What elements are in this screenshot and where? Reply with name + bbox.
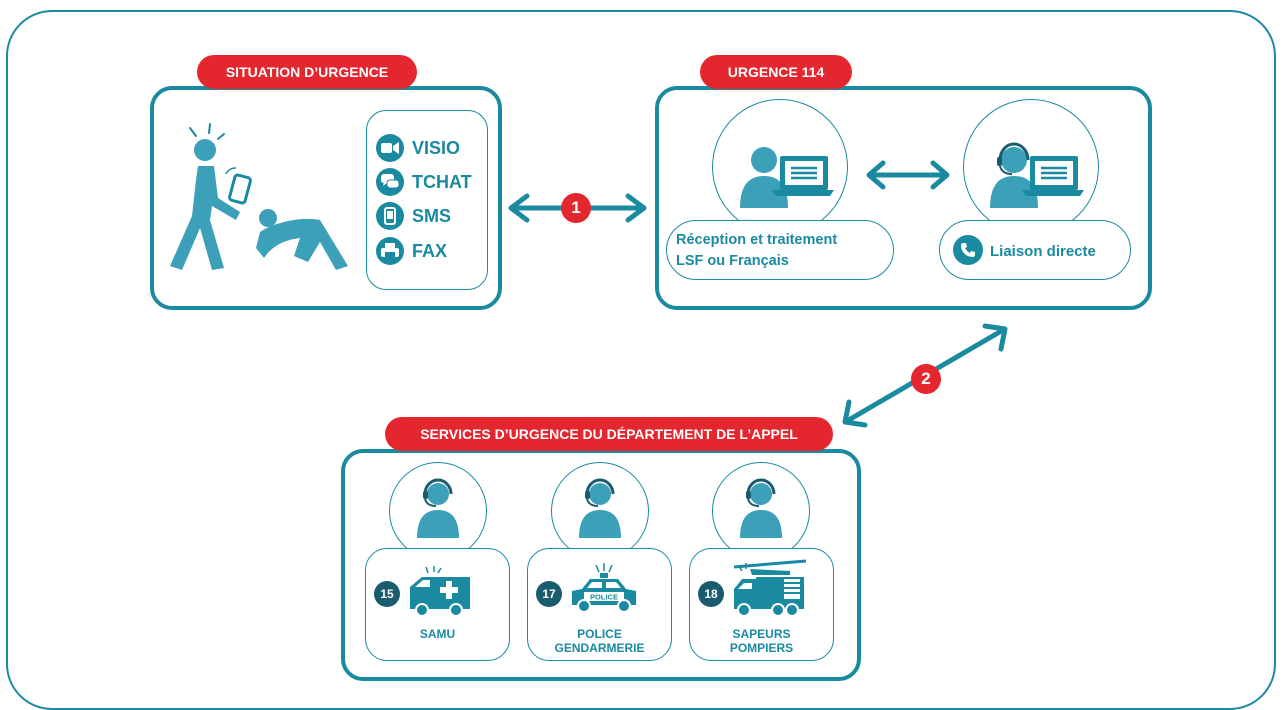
service-card-police: 17 POLICE POLICE GENDARMERIE [527, 548, 672, 661]
urgence-114-title: URGENCE 114 [700, 55, 852, 89]
reception-line-2: LSF ou Français [676, 253, 789, 269]
police-label-line2: GENDARMERIE [554, 641, 645, 655]
service-card-samu: 15 SAMU [365, 548, 510, 661]
pompiers-label-line1: SAPEURS [732, 627, 791, 641]
samu-headset-operator-icon [417, 478, 459, 538]
step-1-badge: 1 [561, 193, 591, 223]
pompiers-headset-operator-icon [740, 478, 782, 538]
arrow-operators [866, 160, 950, 190]
fax-icon [376, 237, 404, 265]
police-headset-operator-icon [579, 478, 621, 538]
channel-tchat: TCHAT [376, 167, 472, 197]
liaison-label: Liaison directe [990, 243, 1096, 260]
video-camera-icon [376, 134, 404, 162]
pompiers-number-badge: 18 [698, 581, 724, 607]
police-car-text: POLICE [590, 593, 618, 602]
police-number-badge: 17 [536, 581, 562, 607]
emergency-scene-illustration [170, 123, 348, 270]
reception-line-1: Réception et traitement [676, 232, 838, 248]
services-title: SERVICES D’URGENCE DU DÉPARTEMENT DE L’A… [385, 417, 833, 451]
chat-bubbles-icon [376, 168, 404, 196]
samu-number-badge: 15 [374, 581, 400, 607]
channel-sms: SMS [376, 201, 451, 231]
police-car-icon: POLICE [572, 563, 636, 613]
pompiers-label-line2: POMPIERS [729, 641, 794, 655]
phone-icon [953, 235, 983, 265]
police-label-line1: POLICE [577, 627, 622, 641]
channel-fax: FAX [376, 236, 447, 266]
channel-visio: VISIO [376, 133, 460, 163]
situation-title: SITUATION D’URGENCE [197, 55, 417, 89]
ambulance-icon [410, 566, 470, 617]
service-card-pompiers: 18 SAPEURS POMPIERS [689, 548, 834, 661]
samu-label: SAMU [419, 627, 456, 641]
step-2-badge: 2 [911, 364, 941, 394]
fire-truck-icon [733, 559, 807, 617]
mobile-phone-icon [376, 202, 404, 230]
operator-laptop-icon [740, 147, 834, 208]
headset-operator-laptop-icon [990, 142, 1084, 208]
reception-box [666, 220, 894, 280]
